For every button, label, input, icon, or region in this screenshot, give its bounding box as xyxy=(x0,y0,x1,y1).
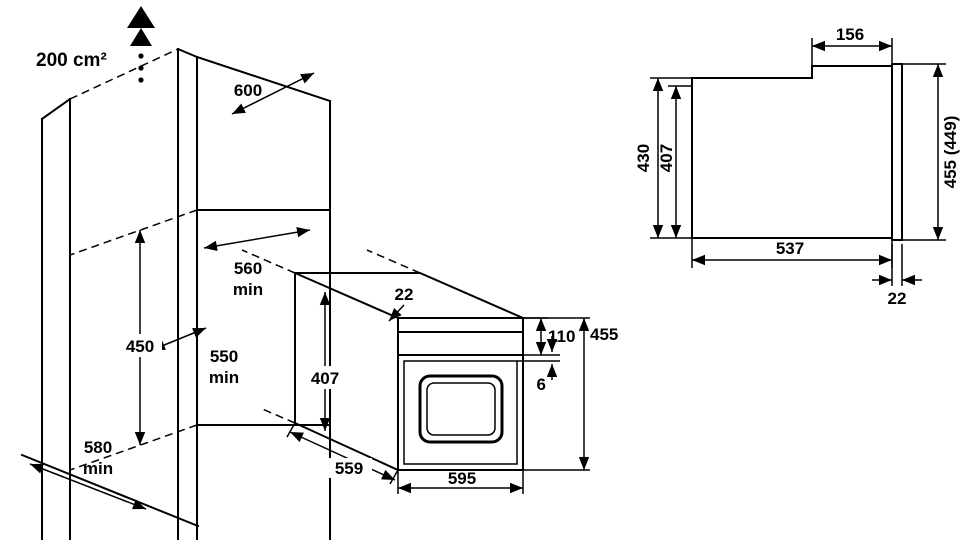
dim-body-height: 407 xyxy=(311,369,339,388)
dim-niche-height: 450 xyxy=(126,337,154,356)
oven-insert-guides xyxy=(241,249,421,424)
dim-plinth-depth: 580 xyxy=(84,438,112,457)
dim-recess-height: 407 xyxy=(657,144,676,172)
dim-top-depth: 600 xyxy=(234,81,262,100)
dim-front-height: 455 (449) xyxy=(941,116,960,189)
dim-casing-height: 430 xyxy=(634,144,653,172)
cabinet-ventilation-arrow xyxy=(127,6,155,83)
dim-panel-depth: 156 xyxy=(836,25,864,44)
dim-niche-depth-min: min xyxy=(209,368,239,387)
vent-area-label: 200 cm² xyxy=(36,50,107,71)
dim-door-gap: 6 xyxy=(537,375,546,394)
dim-plinth-depth-min: min xyxy=(83,459,113,478)
cabinet-hidden-edges xyxy=(69,48,198,471)
dim-niche-width: 560 xyxy=(234,259,262,278)
dim-casing-depth: 537 xyxy=(776,239,804,258)
cabinet-dimensions: 600 560 min 550 min 450 580 min xyxy=(29,72,315,510)
sideview-dimensions: 156 430 407 455 (449) 537 22 xyxy=(634,25,960,308)
cabinet-outline xyxy=(20,47,332,540)
dim-niche-width-min: min xyxy=(233,280,263,299)
oven-door xyxy=(403,360,518,465)
dim-depth: 559 xyxy=(335,459,363,478)
oven-dimensions: 22 110 455 6 407 559 595 xyxy=(286,285,618,494)
sideview-outline xyxy=(691,63,903,241)
dim-niche-depth: 550 xyxy=(210,347,238,366)
dim-door-thickness: 22 xyxy=(888,289,907,308)
dim-total-height: 455 xyxy=(590,325,618,344)
dim-top-recess: 22 xyxy=(395,285,414,304)
dim-width: 595 xyxy=(448,469,476,488)
